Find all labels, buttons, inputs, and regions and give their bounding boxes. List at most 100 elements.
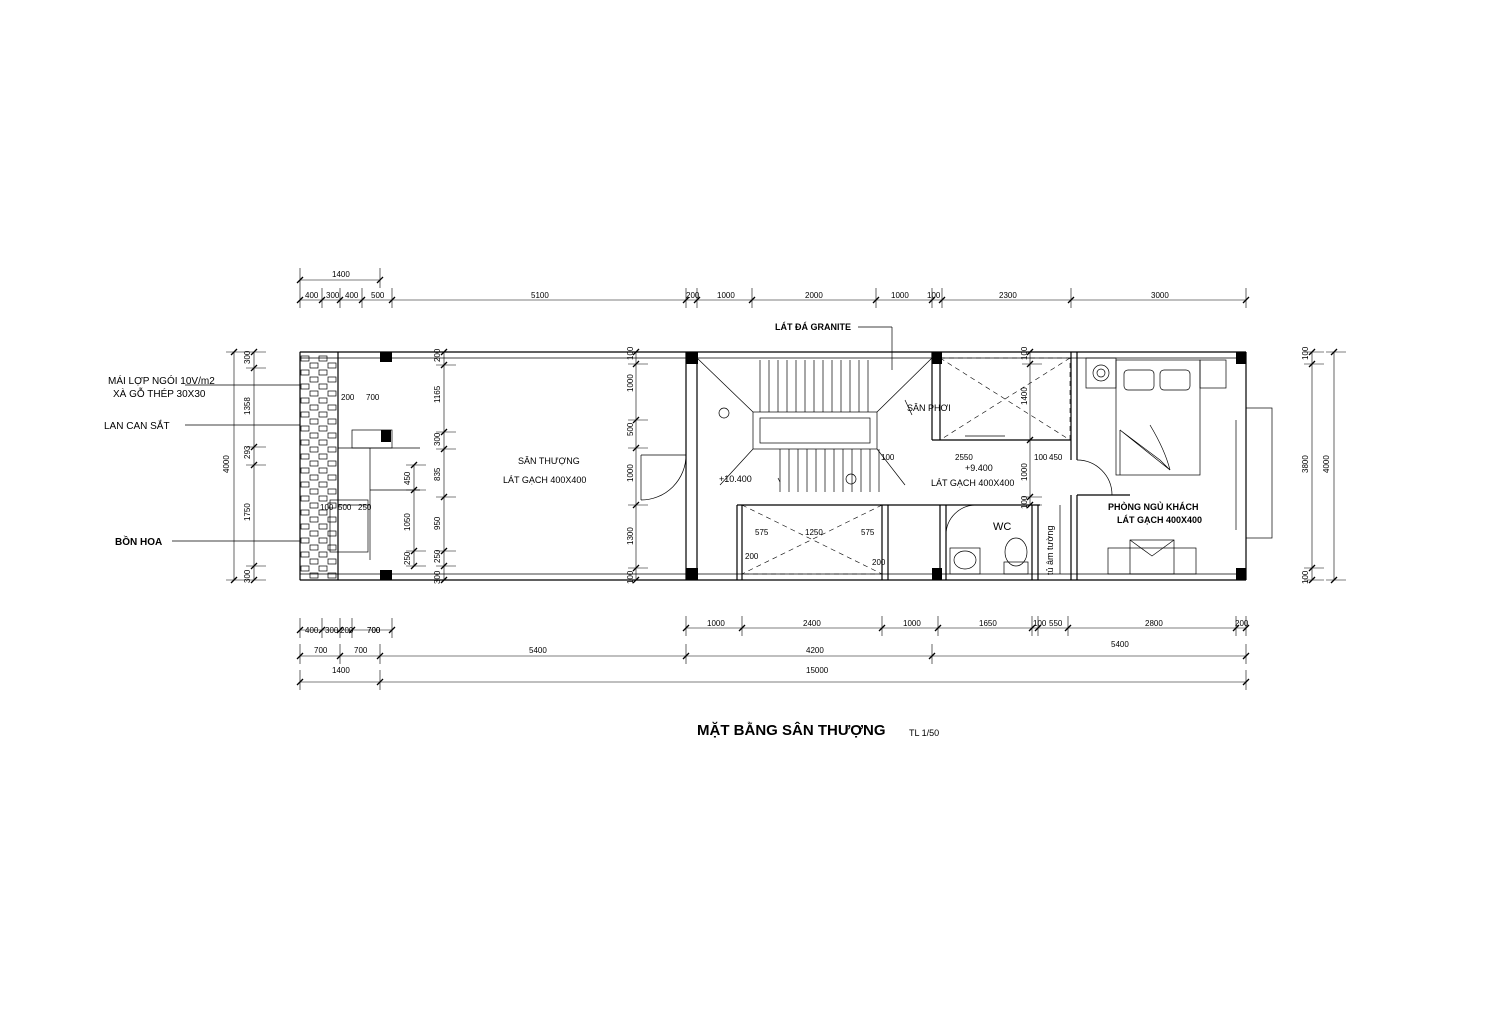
roof-tile xyxy=(327,502,337,509)
dim-top: 5100 xyxy=(531,291,549,300)
dim-misc: 1250 xyxy=(805,528,823,537)
dim-top: 500 xyxy=(371,291,385,300)
roof-tile xyxy=(327,558,337,565)
dim-top: 200 xyxy=(686,291,700,300)
terrace-tile-label: LÁT GẠCH 400X400 xyxy=(503,475,586,485)
dim-right-inner: 100 xyxy=(1020,495,1029,509)
dim-tick xyxy=(632,416,640,424)
dim-misc: 200 xyxy=(872,558,886,567)
dim-tick xyxy=(1308,360,1316,368)
dim-tick xyxy=(632,348,640,356)
dim-tick xyxy=(296,626,304,634)
dim-tick xyxy=(682,624,690,632)
roof-tiles xyxy=(300,355,337,579)
dim-tick xyxy=(1026,501,1034,509)
roof-tile xyxy=(327,460,337,467)
wc-label: WC xyxy=(993,521,1011,533)
roof-tile xyxy=(318,439,328,446)
roof-tile xyxy=(309,376,319,383)
roof-tile xyxy=(318,565,328,572)
roof-tile xyxy=(327,432,337,439)
dim-mid: 1300 xyxy=(626,527,635,545)
dim-tick xyxy=(358,296,366,304)
dim-tick xyxy=(388,296,396,304)
roof-tile xyxy=(318,397,328,404)
labels: MÁI LỢP NGÓI 10V/m2 XÀ GỖ THÉP 30X30 LAN… xyxy=(104,322,1202,739)
dim-tick xyxy=(318,626,326,634)
roof-tile xyxy=(309,488,319,495)
dim-tick xyxy=(440,562,448,570)
openings xyxy=(741,357,1071,575)
roof-tile xyxy=(309,362,319,369)
dim-right: 3800 xyxy=(1301,455,1310,473)
dim-tick xyxy=(934,624,942,632)
dim-tick xyxy=(296,276,304,284)
roof-tile xyxy=(327,418,337,425)
roof-tile xyxy=(318,481,328,488)
dim-tick xyxy=(1242,624,1250,632)
dim-tick xyxy=(440,348,448,356)
roof-tile xyxy=(300,453,310,460)
dim-tick xyxy=(1026,360,1034,368)
dim-tick xyxy=(872,296,880,304)
roof-tile xyxy=(318,411,328,418)
wc-fixtures xyxy=(949,537,1029,575)
dim-top: 1000 xyxy=(717,291,735,300)
dim-tick xyxy=(1232,624,1240,632)
rafters-label: XÀ GỖ THÉP 30X30 xyxy=(113,387,206,400)
dim-misc: 200 xyxy=(745,552,759,561)
dim-mid: 1000 xyxy=(626,464,635,482)
dim-misc: 450 xyxy=(1049,453,1063,462)
dim-tick xyxy=(738,624,746,632)
roof-tile xyxy=(327,390,337,397)
dim-tick xyxy=(440,445,448,453)
dim-tick xyxy=(682,652,690,660)
dimension-texts: 1400 400 300 400 500 5100 200 1000 2000 … xyxy=(222,270,1331,675)
roof-tile xyxy=(300,565,310,572)
dim-tick xyxy=(376,652,384,660)
dim-misc: 500 xyxy=(338,503,352,512)
roof-tile xyxy=(327,474,337,481)
dim-tick xyxy=(376,678,384,686)
roof-tile xyxy=(318,425,328,432)
dim-top: 2300 xyxy=(999,291,1017,300)
dim-tick xyxy=(440,493,448,501)
dim-tick xyxy=(1028,624,1036,632)
roof-tile xyxy=(300,481,310,488)
dim-tick xyxy=(632,501,640,509)
roof-tile xyxy=(327,362,337,369)
dim-top: 1000 xyxy=(891,291,909,300)
dim-misc: 100 xyxy=(320,503,334,512)
dim-misc: 250 xyxy=(358,503,372,512)
roof-tile xyxy=(309,530,319,537)
dim-top: 400 xyxy=(345,291,359,300)
dim-tick xyxy=(230,576,238,584)
roof-tile xyxy=(300,509,310,516)
roof-tile xyxy=(309,446,319,453)
guest-room-label: PHÒNG NGỦ KHÁCH xyxy=(1108,501,1199,512)
dim-inner: 300 xyxy=(433,432,442,446)
dim-tick xyxy=(410,562,418,570)
roof-tile xyxy=(327,488,337,495)
dim-bottom: 2400 xyxy=(803,619,821,628)
granite-label: LÁT ĐÁ GRANITE xyxy=(775,322,851,332)
dim-bottom: 400 xyxy=(305,626,319,635)
dim-tick xyxy=(928,296,936,304)
roof-tile xyxy=(309,474,319,481)
dim-misc: 700 xyxy=(367,626,381,635)
roof-tile xyxy=(309,502,319,509)
dim-tick xyxy=(250,461,258,469)
dim-tick xyxy=(410,461,418,469)
level-9400: +9.400 xyxy=(965,463,993,473)
drying-label: SÂN PHƠI xyxy=(907,403,951,413)
dim-tick xyxy=(1308,564,1316,572)
dim-tick xyxy=(1034,624,1042,632)
roof-tile xyxy=(300,411,310,418)
roof-tile xyxy=(318,369,328,376)
roof-tile xyxy=(318,537,328,544)
leaders xyxy=(172,326,913,542)
dim-tick xyxy=(938,296,946,304)
dim-tick xyxy=(1330,348,1338,356)
dim-inner-b: 250 xyxy=(403,551,412,565)
roof-tile xyxy=(318,523,328,530)
